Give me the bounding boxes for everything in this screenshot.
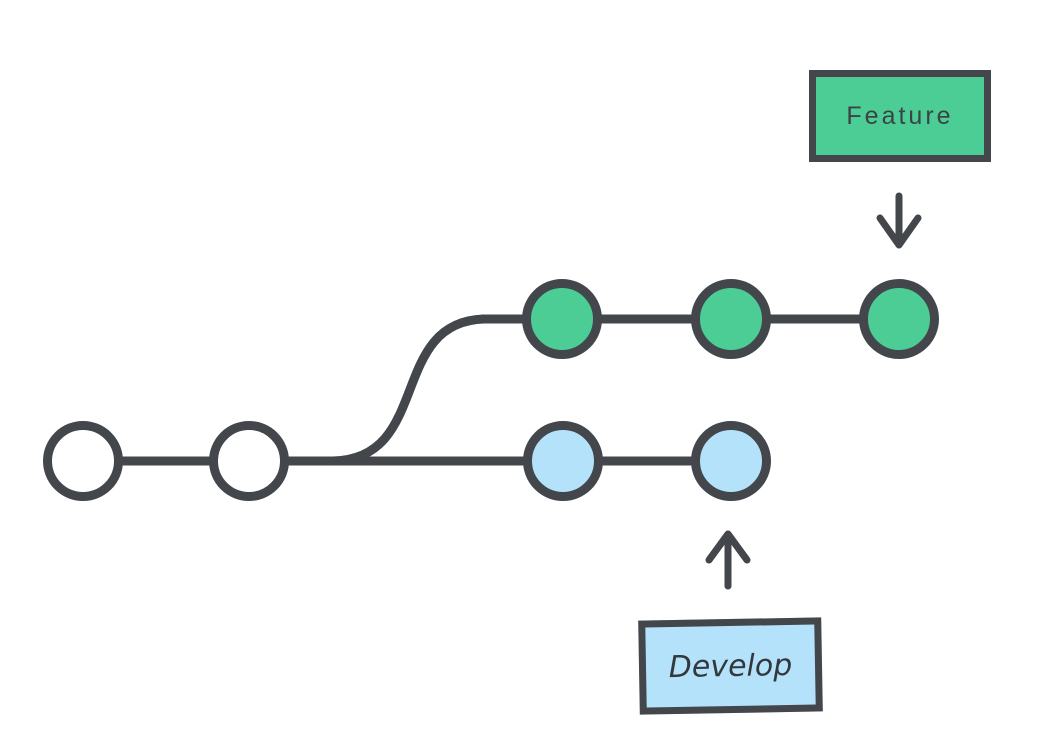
feature-commit-node (859, 279, 939, 359)
develop-branch-label: Develop (668, 647, 793, 685)
develop-arrow-up-icon (705, 530, 751, 590)
feature-commit-node (691, 279, 771, 359)
commit-nodes-group (43, 279, 939, 501)
feature-branch-label-box: Feature (809, 70, 991, 162)
feature-arrow-down-icon (876, 192, 922, 249)
feature-branch-label: Feature (846, 101, 954, 130)
develop-commit-node (691, 421, 771, 501)
main-commit-node (209, 421, 289, 501)
main-commit-node (43, 421, 123, 501)
feature-branch-curve (332, 314, 485, 466)
feature-commit-node (522, 279, 602, 359)
develop-branch-label-box: Develop (638, 617, 823, 715)
develop-commit-node (523, 421, 603, 501)
